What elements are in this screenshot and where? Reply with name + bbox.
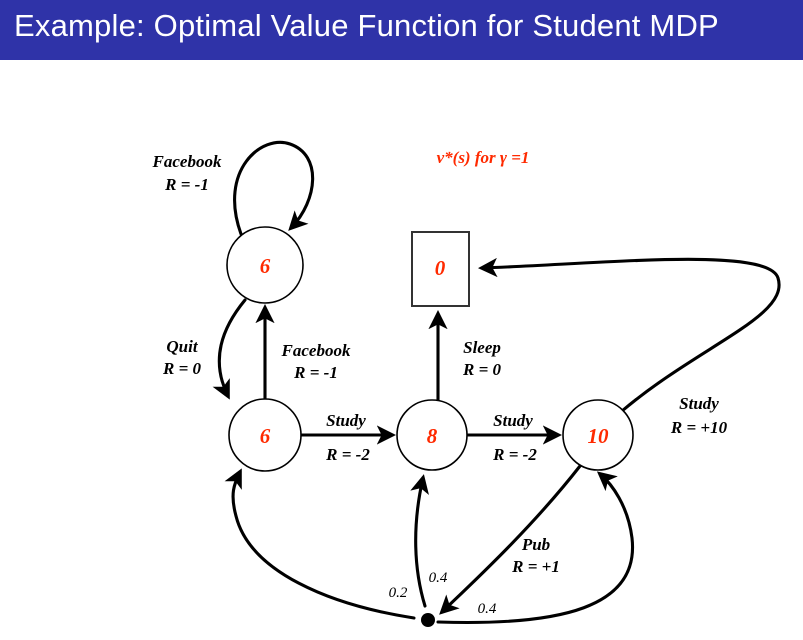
node-facebook-top — [226, 226, 304, 304]
label-sleep-action: Sleep — [463, 338, 501, 357]
page-title: Example: Optimal Value Function for Stud… — [14, 8, 719, 43]
edge-quit — [212, 298, 247, 400]
mdp-diagram-canvas: 0 6 6 8 10 v*(s) for γ =1 Facebook R = -… — [0, 60, 803, 627]
gamma-annotation: v*(s) for γ =1 — [437, 148, 530, 167]
label-facebook-loop-action: Facebook — [152, 152, 222, 171]
edge-pub-to-class2 — [410, 474, 429, 608]
label-sleep-reward: R = 0 — [462, 360, 502, 379]
node-class1-value: 6 — [260, 424, 271, 448]
label-facebook-loop-reward: R = -1 — [164, 175, 209, 194]
label-facebook-up-reward: R = -1 — [293, 363, 338, 382]
node-sleep-terminal-value: 0 — [435, 256, 446, 280]
label-study3-reward: R = +10 — [670, 418, 728, 437]
label-pub-reward: R = +1 — [511, 557, 560, 576]
edge-facebook-self-loop — [233, 140, 315, 236]
label-prob-mid: 0.4 — [429, 570, 448, 586]
node-facebook-top-value: 6 — [260, 254, 271, 278]
label-quit-action: Quit — [166, 337, 198, 356]
label-study3-action: Study — [679, 394, 719, 413]
node-class1 — [228, 398, 302, 472]
edge-pub — [439, 464, 582, 615]
node-pub-junction — [421, 613, 435, 627]
node-class3-value: 10 — [588, 424, 610, 448]
node-class2 — [396, 399, 468, 471]
label-study1-action: Study — [326, 411, 366, 430]
label-study1-reward: R = -2 — [325, 445, 370, 464]
label-study2-reward: R = -2 — [492, 445, 537, 464]
mdp-diagram-svg: 0 6 6 8 10 v*(s) for γ =1 Facebook R = -… — [152, 140, 781, 627]
label-pub-action: Pub — [521, 535, 550, 554]
node-class3 — [562, 399, 634, 471]
slide-title-bar: Example: Optimal Value Function for Stud… — [0, 0, 803, 60]
edge-study-class3-terminal — [477, 257, 781, 413]
node-sleep-terminal — [411, 231, 470, 307]
label-study2-action: Study — [493, 411, 533, 430]
node-class2-value: 8 — [427, 424, 438, 448]
slide: Example: Optimal Value Function for Stud… — [0, 0, 803, 627]
label-prob-right: 0.4 — [478, 601, 497, 617]
label-facebook-up-action: Facebook — [281, 341, 351, 360]
label-prob-left: 0.2 — [389, 585, 408, 601]
label-quit-reward: R = 0 — [162, 359, 202, 378]
edge-pub-to-class1 — [224, 468, 416, 620]
